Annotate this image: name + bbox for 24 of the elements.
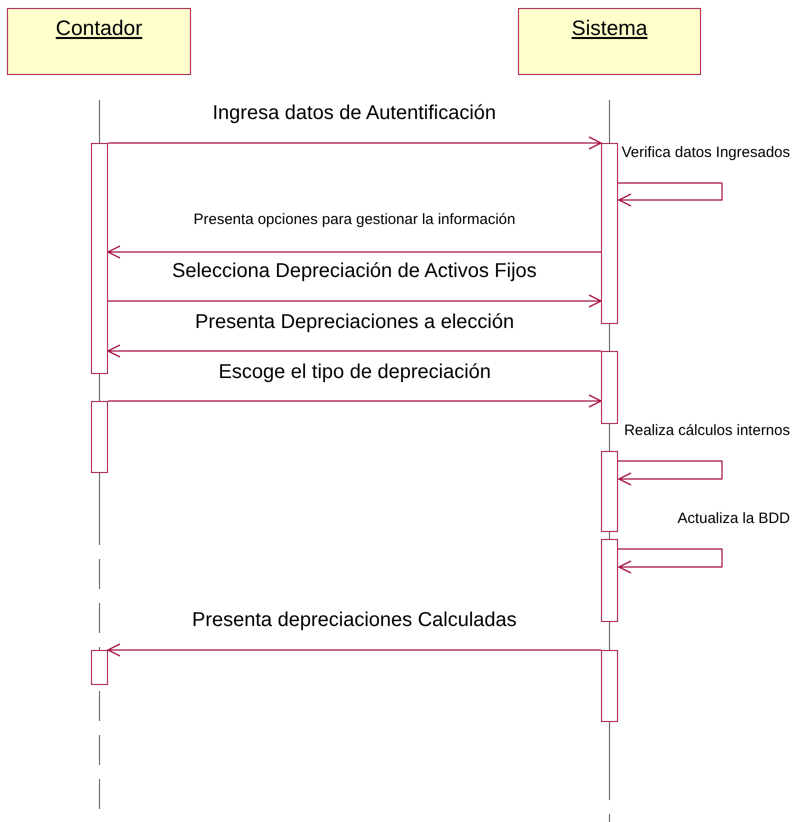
actor-name: Contador xyxy=(56,17,142,41)
activation-bar xyxy=(601,351,618,424)
message-arrow xyxy=(108,294,602,308)
activation-bar xyxy=(601,451,618,532)
message-arrow xyxy=(108,136,602,150)
activation-bar xyxy=(601,539,618,622)
message-arrow xyxy=(618,182,723,207)
message-arrow xyxy=(107,643,601,657)
activation-bar xyxy=(91,143,108,374)
message-arrow xyxy=(107,245,601,259)
activation-bar xyxy=(91,650,108,685)
activation-bar xyxy=(601,143,618,324)
actor-name: Sistema xyxy=(572,17,648,41)
actor-box xyxy=(518,8,701,75)
message-arrow xyxy=(107,344,601,358)
message-arrow xyxy=(108,394,602,408)
message-label: Selecciona Depreciación de Activos Fijos xyxy=(170,260,539,282)
message-label: Verifica datos Ingresados xyxy=(620,145,792,162)
activation-bar xyxy=(91,401,108,473)
message-arrow xyxy=(618,548,723,574)
message-arrow xyxy=(618,460,723,486)
activation-bar xyxy=(601,650,618,722)
message-label: Presenta opciones para gestionar la información xyxy=(192,212,518,228)
actor-box xyxy=(7,8,191,75)
